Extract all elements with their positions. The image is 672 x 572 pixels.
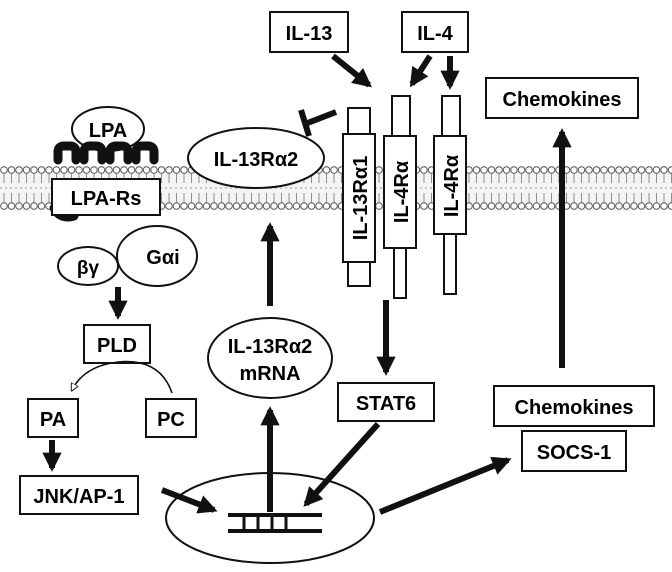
beta-gamma-label: βγ xyxy=(77,258,100,279)
chemokines-bottom-box: Chemokines xyxy=(493,385,655,427)
chemokines-bottom-label: Chemokines xyxy=(515,397,634,419)
stat6-label: STAT6 xyxy=(356,393,416,415)
pld-label: PLD xyxy=(97,335,137,357)
il13ra1-receptor: IL-13Rα1 xyxy=(342,107,376,287)
il13ra2-label: IL-13Rα2 xyxy=(214,149,299,171)
socs1-label: SOCS-1 xyxy=(537,442,611,464)
arrow-pc-to-pa xyxy=(72,360,173,394)
il4ra-receptor-right: IL-4Rα xyxy=(433,95,467,295)
stat6-box: STAT6 xyxy=(337,382,435,422)
mrna-line2-label: mRNA xyxy=(239,363,300,385)
il4-ligand-box: IL-4 xyxy=(401,11,469,53)
chemokines-top-box: Chemokines xyxy=(485,77,639,119)
socs1-box: SOCS-1 xyxy=(521,430,627,472)
mrna-oval: IL-13Rα2 mRNA xyxy=(207,317,333,399)
gene-dna-icon xyxy=(228,513,322,533)
lpa-rs-label: LPA-Rs xyxy=(71,188,142,210)
jnk-ap1-box: JNK/AP-1 xyxy=(19,475,139,515)
chemokines-top-label: Chemokines xyxy=(503,89,622,111)
arrow-il4-to-il4ra-left xyxy=(409,54,433,88)
pc-label: PC xyxy=(157,409,185,431)
galpha-i-label: Gαi xyxy=(146,247,179,269)
beta-gamma-oval: βγ xyxy=(57,246,119,286)
il13-label: IL-13 xyxy=(286,23,333,45)
pld-box: PLD xyxy=(83,324,151,364)
mrna-line1-label: IL-13Rα2 xyxy=(228,336,313,358)
jnk-ap1-label: JNK/AP-1 xyxy=(33,486,124,508)
il4ra-left-label: IL-4Rα xyxy=(391,160,413,223)
arrow-gene-to-socs1 xyxy=(378,456,512,515)
arrow-jnk-to-gene xyxy=(160,487,218,514)
arrow-stat6-to-gene xyxy=(303,421,381,507)
lpa-oval: LPA xyxy=(71,106,145,152)
lpa-rs-box: LPA-Rs xyxy=(51,178,161,216)
il4ra-right-label: IL-4Rα xyxy=(441,154,463,217)
il13-ligand-box: IL-13 xyxy=(269,11,349,53)
il4ra-receptor-left: IL-4Rα xyxy=(383,95,417,299)
pc-box: PC xyxy=(145,398,197,438)
il13ra1-label: IL-13Rα1 xyxy=(350,156,372,241)
il4-label: IL-4 xyxy=(417,23,453,45)
lpa-label: LPA xyxy=(89,120,128,142)
galpha-i-oval: Gαi xyxy=(116,225,198,287)
arrow-il13-to-receptor xyxy=(331,53,372,88)
pa-label: PA xyxy=(40,409,66,431)
il13ra2-oval: IL-13Rα2 xyxy=(187,127,325,189)
inhibition-bar xyxy=(298,109,338,137)
pa-box: PA xyxy=(27,398,79,438)
